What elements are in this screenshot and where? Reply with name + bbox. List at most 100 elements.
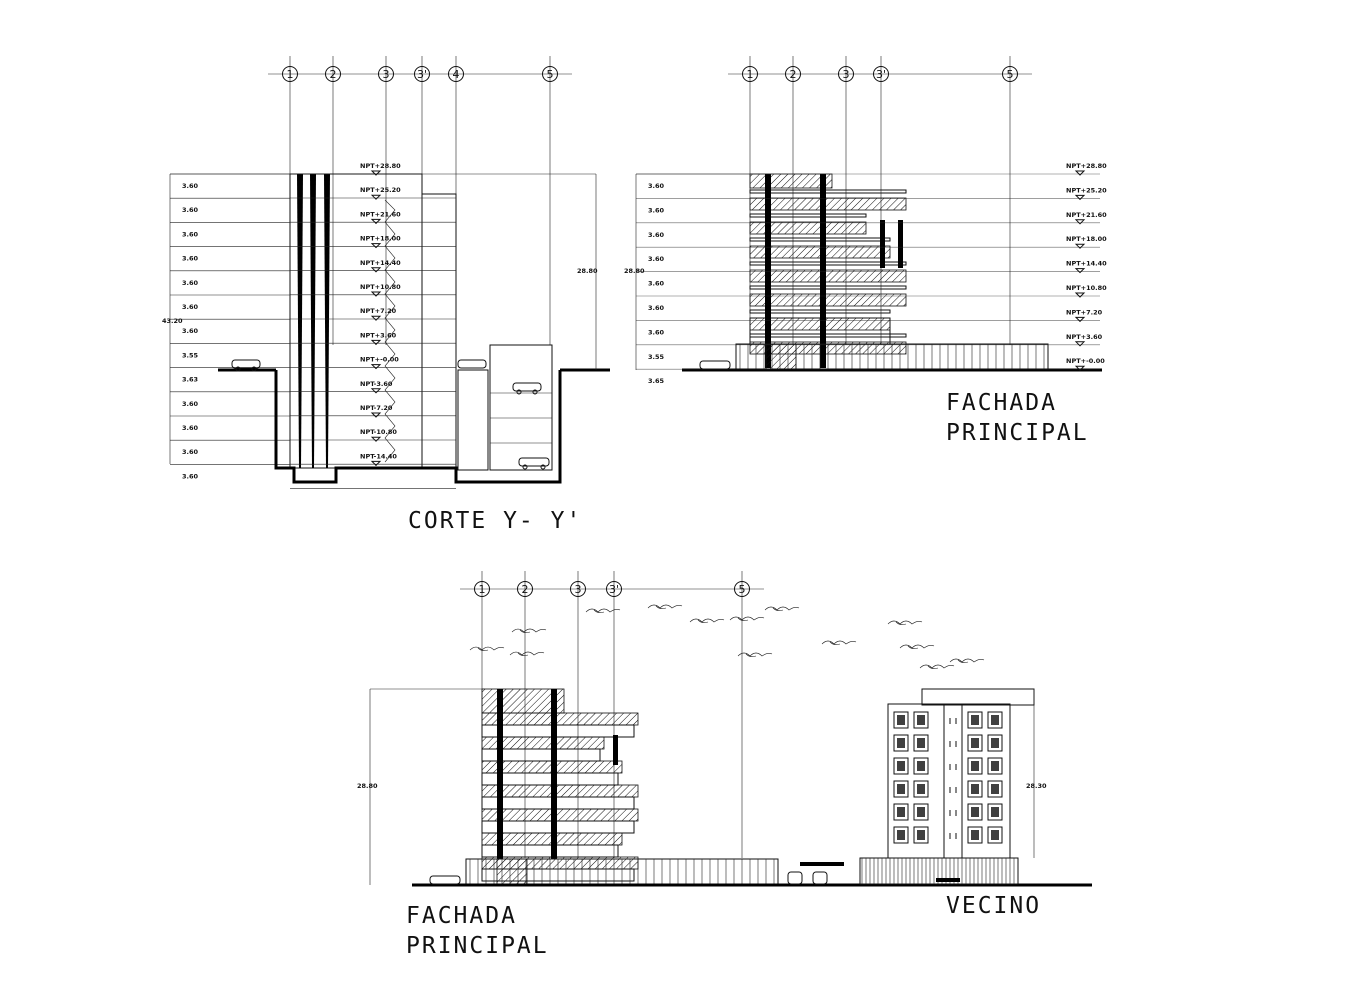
fachada-top-level-label: NPT+25.20: [1066, 186, 1107, 194]
car-icon: [512, 382, 542, 395]
corte-axis-label: 1: [287, 68, 294, 81]
corte-title: CORTE Y- Y': [408, 508, 582, 534]
corte-floor-height: 3.60: [182, 230, 199, 238]
fachada-top-floors: [749, 189, 907, 355]
tree-canopy-sketches: [469, 604, 985, 669]
car-icon: [518, 457, 550, 470]
corte-axis-label: 4: [453, 68, 460, 81]
fachada-top-axis-bubble: [1002, 66, 1018, 82]
corte-level-label: NPT+3.60: [360, 331, 397, 339]
fachada-top-axis-label: 3: [843, 68, 850, 81]
elevation-fachada-bottom: 1 2 3 3' 5 28.80 FACHADA PRINCIPAL: [357, 571, 1092, 959]
car-icon: [699, 360, 731, 370]
fachada-top-level-label: NPT+18.00: [1066, 235, 1107, 243]
fachada-top-axis-label: 1: [747, 68, 754, 81]
corte-level-label: NPT+10.80: [360, 283, 401, 291]
car-icon: [812, 871, 828, 885]
corte-tower-outline: [289, 173, 423, 469]
corte-level-markers: NPT+28.80NPT+25.20NPT+21.60NPT+18.00NPT+…: [360, 162, 401, 467]
corte-floor-height: 3.60: [182, 472, 199, 480]
corte-axis-bubble: [325, 66, 341, 82]
fachada-top-floor-height: 3.60: [648, 304, 665, 312]
corte-column-1: [297, 174, 303, 468]
car-icon: [787, 871, 803, 885]
fachada-bottom-title-1: FACHADA: [406, 903, 517, 929]
fachada-top-level-label: NPT+3.60: [1066, 333, 1103, 341]
corte-floor-height: 3.60: [182, 279, 199, 287]
corte-level-label: NPT-10.80: [360, 428, 397, 436]
corte-axis-bubble: [448, 66, 464, 82]
fachada-top-axis-label: 2: [790, 68, 797, 81]
fachada-bottom-axis-bubble: [474, 581, 490, 597]
corte-floor-height: 3.60: [182, 400, 199, 408]
corte-total-dim: 43.20: [162, 317, 183, 325]
corte-level-label: NPT+-0.00: [360, 356, 399, 364]
fachada-top-floor-height: 3.60: [648, 328, 665, 336]
corte-level-label: NPT+28.80: [360, 162, 401, 170]
corte-axis-label: 2: [330, 68, 337, 81]
corte-level-label: NPT-14.40: [360, 452, 397, 460]
fachada-bottom-axis-label: 1: [479, 583, 486, 596]
corte-floor-height: 3.60: [182, 448, 199, 456]
car-icon: [457, 359, 487, 369]
fachada-top-floor-height: 3.60: [648, 182, 665, 190]
fachada-bottom-axis-label: 3': [609, 583, 619, 596]
fachada-top-floor-height: 3.65: [648, 377, 665, 385]
corte-floor-height: 3.60: [182, 424, 199, 432]
fachada-top-level-label: NPT+21.60: [1066, 211, 1107, 219]
fachada-top-axis-bubble: [873, 66, 889, 82]
fachada-bottom-axis-bubble: [517, 581, 533, 597]
fachada-bottom-axis-label: 2: [522, 583, 529, 596]
section-corte-y: 1 2 3 3' 4 5: [162, 56, 610, 534]
vecino-title: VECINO: [946, 893, 1041, 919]
corte-floor-height: 3.60: [182, 327, 199, 335]
fachada-top-total-dim: 28.80: [624, 267, 645, 275]
fachada-bottom-total-dim: 28.80: [357, 782, 378, 790]
fachada-top-floor-height: 3.60: [648, 206, 665, 214]
fachada-top-floor-dims: 3.603.603.603.603.603.603.603.553.65: [648, 182, 665, 385]
fachada-top-level-label: NPT+14.40: [1066, 260, 1107, 268]
fachada-top-floor-height: 3.60: [648, 231, 665, 239]
car-icon: [429, 875, 461, 885]
corte-axis-bubble: [414, 66, 430, 82]
fachada-top-level-label: NPT+28.80: [1066, 162, 1107, 170]
fachada-top-level-markers: NPT+28.80NPT+25.20NPT+21.60NPT+18.00NPT+…: [636, 162, 1107, 371]
corte-floor-height: 3.60: [182, 206, 199, 214]
vecino-dim: 28.30: [1026, 782, 1047, 790]
car-icon: [231, 359, 261, 372]
corte-annex-outline: [421, 193, 457, 469]
fachada-top-level-label: NPT+7.20: [1066, 308, 1103, 316]
fachada-bottom-title-2: PRINCIPAL: [406, 933, 549, 959]
corte-axis-bubble: [542, 66, 558, 82]
corte-floor-slabs: [170, 173, 456, 489]
corte-floor-dims: 3.603.603.603.603.603.603.603.553.633.60…: [182, 182, 199, 480]
corte-level-label: NPT+25.20: [360, 186, 401, 194]
fachada-bottom-axis-label: 5: [739, 583, 746, 596]
fachada-top-axis-label: 3': [876, 68, 886, 81]
corte-axis-label: 3': [417, 68, 427, 81]
corte-axis-bubble: [378, 66, 394, 82]
corte-axis-label: 5: [547, 68, 554, 81]
fachada-top-level-label: NPT+10.80: [1066, 284, 1107, 292]
vecino-windows: [893, 711, 1003, 844]
fachada-top-axis-bubble: [785, 66, 801, 82]
corte-axis-label: 3: [383, 68, 390, 81]
fachada-bottom-axis-bubble: [570, 581, 586, 597]
corte-level-label: NPT+18.00: [360, 235, 401, 243]
corte-column-2: [310, 174, 316, 468]
fachada-top-level-label: NPT+-0.00: [1066, 357, 1105, 365]
corte-floor-height: 3.60: [182, 255, 199, 263]
fachada-top-floor-height: 3.60: [648, 280, 665, 288]
corte-column-3: [324, 174, 330, 468]
fachada-top-title-1: FACHADA: [946, 390, 1057, 416]
corte-stair: [384, 199, 396, 463]
fachada-top-axis-label: 5: [1007, 68, 1014, 81]
fachada-bottom-axis-label: 3: [575, 583, 582, 596]
corte-axis-bubble: [282, 66, 298, 82]
elevation-fachada-top: 1 2 3 3' 5 28.80 3.60 3.60 3.60 3.60 3.60 3.60 3.6…: [624, 56, 1107, 446]
corte-level-label: NPT+21.60: [360, 210, 401, 218]
fachada-top-roof: [749, 173, 833, 189]
fachada-top-floor-height: 3.60: [648, 255, 665, 263]
corte-level-label: NPT+14.40: [360, 259, 401, 267]
fachada-top-title-2: PRINCIPAL: [946, 420, 1089, 446]
